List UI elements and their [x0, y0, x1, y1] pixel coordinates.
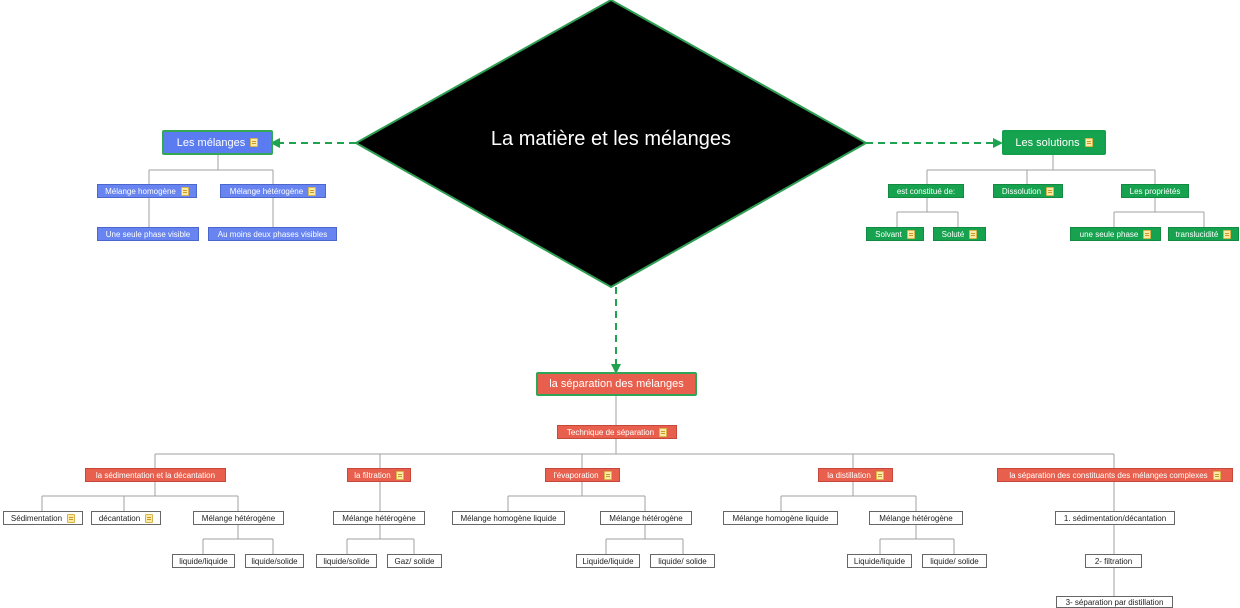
node-est-constitue-de[interactable]: est constitué de: [888, 184, 964, 198]
node-la-filtration[interactable]: la filtration [347, 468, 411, 482]
node-liquide-liquide-1[interactable]: liquide/liquide [172, 554, 235, 568]
node-label: Mélange homogène [105, 186, 176, 196]
node-sedimentation[interactable]: Sédimentation [3, 511, 83, 525]
node-label: Technique de séparation [566, 427, 655, 437]
node-label: 3- séparation par distillation [1065, 597, 1164, 607]
node-label: liquide/ solide [658, 556, 707, 566]
node-liquide-solide-4[interactable]: liquide/ solide [922, 554, 987, 568]
node-melange-heterogene-3[interactable]: Mélange hétérogène [600, 511, 692, 525]
node-label: Mélange hétérogène [229, 186, 304, 196]
node-label: Mélange homogène liquide [732, 513, 829, 523]
node-label: Liquide/liquide [853, 556, 906, 566]
note-icon[interactable] [969, 229, 978, 239]
node-la-distillation[interactable]: la distillation [818, 468, 893, 482]
node-separation-des-melanges[interactable]: la séparation des mélanges [536, 372, 697, 396]
node-melange-heterogene-1[interactable]: Mélange hétérogène [193, 511, 284, 525]
node-melange-heterogene[interactable]: Mélange hétérogène [220, 184, 326, 198]
node-label: Soluté [941, 229, 965, 239]
node-melange-homogene[interactable]: Mélange homogène [97, 184, 197, 198]
note-icon[interactable] [395, 470, 404, 480]
note-icon[interactable] [1143, 229, 1152, 239]
node-label: une seule phase [1079, 229, 1139, 239]
node-melange-heterogene-2[interactable]: Mélange hétérogène [333, 511, 425, 525]
node-une-seule-phase-visible[interactable]: Une seule phase visible [97, 227, 199, 241]
node-step-3[interactable]: 3- séparation par distillation [1056, 596, 1173, 608]
note-icon[interactable] [603, 470, 612, 480]
node-label: Mélange hétérogène [342, 513, 416, 523]
tree-lines [41, 155, 1205, 596]
note-icon[interactable] [308, 186, 317, 196]
node-label: Au moins deux phases visibles [217, 229, 328, 239]
note-icon[interactable] [1223, 229, 1232, 239]
node-decantation[interactable]: décantation [91, 511, 161, 525]
node-label: translucidité [1175, 229, 1219, 239]
node-label: la filtration [354, 470, 391, 480]
node-label: liquide/ solide [930, 556, 979, 566]
note-icon[interactable] [659, 427, 668, 437]
node-label: décantation [98, 513, 141, 523]
node-step-1[interactable]: 1. sédimentation/décantation [1055, 511, 1175, 525]
node-melanges-complexes[interactable]: la séparation des constituants des mélan… [997, 468, 1233, 482]
node-label: l'évaporation [553, 470, 599, 480]
node-liquide-solide-2[interactable]: liquide/solide [316, 554, 377, 568]
note-icon[interactable] [1212, 470, 1221, 480]
node-label: la séparation des mélanges [549, 378, 684, 390]
node-liquide-solide-1[interactable]: liquide/solide [245, 554, 304, 568]
note-icon[interactable] [145, 513, 154, 523]
note-icon[interactable] [906, 229, 915, 239]
node-une-seule-phase[interactable]: une seule phase [1070, 227, 1161, 241]
node-label: Gaz/ solide [394, 556, 435, 566]
node-liquide-solide-3[interactable]: liquide/ solide [650, 554, 715, 568]
node-gaz-solide[interactable]: Gaz/ solide [387, 554, 442, 568]
node-solvant[interactable]: Solvant [866, 227, 924, 241]
node-label: 1. sédimentation/décantation [1063, 513, 1167, 523]
node-label: Solvant [875, 229, 902, 239]
note-icon[interactable] [67, 513, 76, 523]
node-melange-homogene-liquide-2[interactable]: Mélange homogène liquide [723, 511, 838, 525]
node-melange-homogene-liquide-1[interactable]: Mélange homogène liquide [452, 511, 565, 525]
node-les-proprietes[interactable]: Les propriétés [1121, 184, 1189, 198]
node-liquide-liquide-4[interactable]: Liquide/liquide [847, 554, 912, 568]
node-label: Mélange hétérogène [879, 513, 953, 523]
node-label: Mélange homogène liquide [460, 513, 557, 523]
node-label: Les propriétés [1129, 186, 1181, 196]
node-deux-phases-visibles[interactable]: Au moins deux phases visibles [208, 227, 337, 241]
node-label: Mélange hétérogène [201, 513, 276, 523]
note-icon[interactable] [875, 470, 884, 480]
node-technique-de-separation[interactable]: Technique de séparation [557, 425, 677, 439]
node-label: est constitué de: [896, 186, 956, 196]
note-icon[interactable] [180, 186, 189, 196]
central-topic-title: La matière et les mélanges [490, 128, 732, 150]
node-solute[interactable]: Soluté [933, 227, 986, 241]
node-label: la distillation [827, 470, 871, 480]
node-label: Mélange hétérogène [609, 513, 683, 523]
node-label: liquide/solide [251, 556, 298, 566]
central-topic-diamond[interactable] [353, 0, 869, 289]
node-label: Une seule phase visible [105, 229, 191, 239]
node-label: liquide/solide [323, 556, 370, 566]
node-label: Dissolution [1001, 186, 1042, 196]
node-liquide-liquide-3[interactable]: Liquide/liquide [576, 554, 640, 568]
node-les-solutions[interactable]: Les solutions [1002, 130, 1106, 155]
node-label: Liquide/liquide [582, 556, 634, 566]
node-sedimentation-et-decantation[interactable]: la sédimentation et la décantation [85, 468, 226, 482]
node-label: Les mélanges [176, 136, 246, 149]
node-label: 2- filtration [1094, 556, 1133, 566]
node-label: la séparation des constituants des mélan… [1009, 470, 1208, 480]
node-l-evaporation[interactable]: l'évaporation [545, 468, 620, 482]
node-label: Sédimentation [10, 513, 63, 523]
node-dissolution[interactable]: Dissolution [993, 184, 1063, 198]
node-label: la sédimentation et la décantation [95, 470, 216, 480]
node-les-melanges[interactable]: Les mélanges [162, 130, 273, 155]
node-label: Les solutions [1015, 136, 1080, 149]
node-label: liquide/liquide [179, 556, 228, 566]
note-icon[interactable] [1046, 186, 1055, 196]
node-melange-heterogene-4[interactable]: Mélange hétérogène [869, 511, 963, 525]
note-icon[interactable] [250, 138, 259, 147]
note-icon[interactable] [1084, 138, 1093, 147]
node-translucidite[interactable]: translucidité [1168, 227, 1239, 241]
node-step-2[interactable]: 2- filtration [1085, 554, 1142, 568]
